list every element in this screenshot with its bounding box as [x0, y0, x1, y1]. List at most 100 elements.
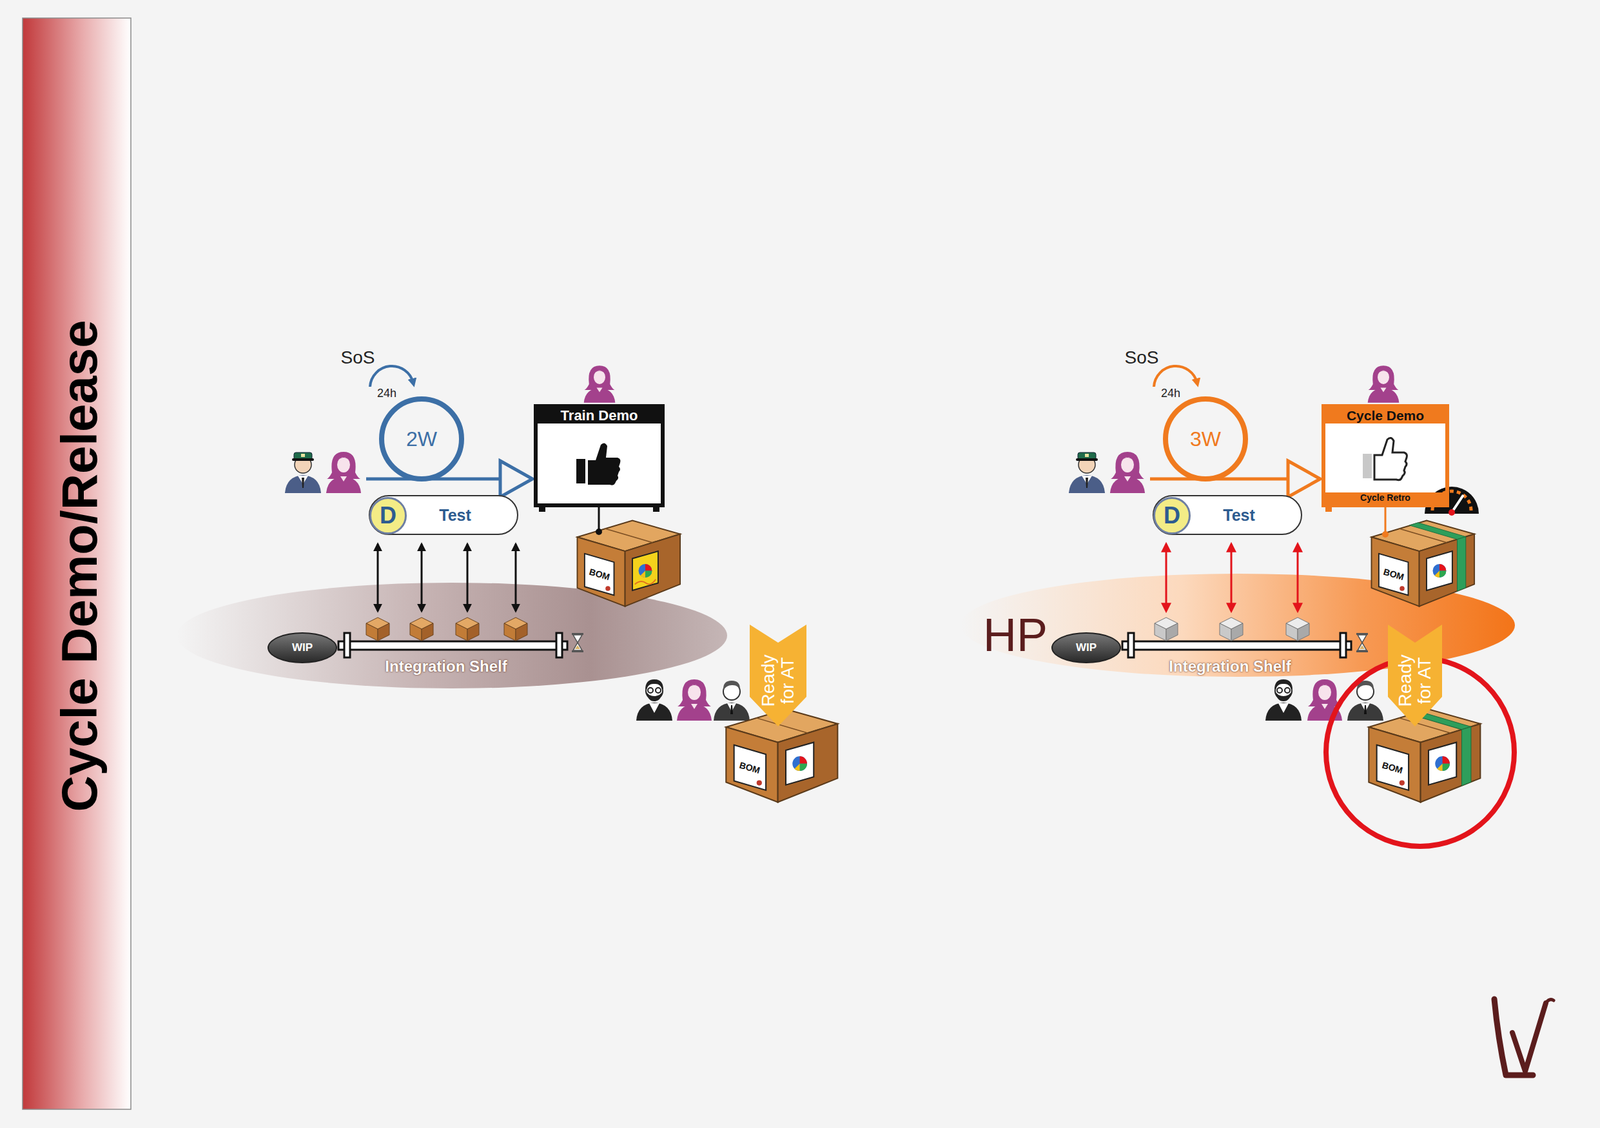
illustration-part [1368, 709, 1481, 802]
illustration-part [1166, 544, 1298, 612]
illustration-part [344, 633, 351, 658]
illustration-part [1433, 564, 1447, 578]
illustration-part [326, 451, 361, 494]
node-label: Integration Shelf [1168, 657, 1291, 676]
ready-arrow: Ready for AT [1387, 624, 1443, 727]
callout-label: BOM [1380, 760, 1404, 775]
illustration-part [1362, 453, 1372, 479]
illustration-part [792, 756, 808, 771]
illustration-part [1428, 742, 1457, 786]
node-label: Test [1222, 506, 1256, 525]
illustration-part [634, 579, 656, 585]
illustration-part [571, 633, 584, 653]
callout-label: 24h [1160, 387, 1181, 400]
illustration-part [338, 641, 568, 650]
callout-label: BOM [738, 760, 761, 775]
illustration-part [1153, 366, 1198, 387]
right-section [1068, 365, 1515, 847]
cycle-circle: 2W [379, 396, 465, 482]
illustration-part [595, 528, 603, 536]
callout-label: 24h [377, 387, 397, 400]
definition-badge: D [1153, 497, 1191, 535]
node-label: 3W [1190, 427, 1221, 452]
demo-screen: Cycle DemoCycle Retro [1321, 404, 1450, 508]
illustration-part [1409, 711, 1472, 786]
arrow-body [1387, 624, 1443, 727]
illustration-part [676, 679, 712, 721]
illustration-part [284, 452, 322, 494]
illustration-part [537, 422, 661, 504]
illustration-part [1426, 551, 1453, 591]
illustration-part [653, 507, 660, 512]
illustration-part [504, 617, 528, 641]
illustration-part [1448, 509, 1455, 516]
illustration-part [1165, 544, 1168, 612]
callout-label: HP [983, 611, 1048, 659]
illustration-part [632, 551, 659, 591]
arrow-body [749, 624, 807, 727]
illustration-part [1154, 617, 1178, 641]
illustration-part [366, 617, 390, 641]
illustration-part [1356, 633, 1368, 653]
node-label: WIP [1075, 641, 1097, 655]
illustration-part [725, 709, 838, 802]
node-label: Integration Shelf [384, 657, 507, 676]
demo-screen: Train Demo [533, 404, 665, 508]
illustration-part [1122, 641, 1352, 650]
node-label: D [1163, 502, 1181, 530]
illustration-part [1297, 544, 1299, 612]
illustration-part [1286, 617, 1310, 641]
node-label: Train Demo [560, 408, 639, 424]
illustration-part [1409, 522, 1466, 592]
definition-badge: D [369, 497, 407, 535]
callout-label: BOM [587, 567, 611, 582]
illustration-part [1340, 633, 1347, 658]
illustration-part [377, 544, 516, 612]
illustration-part [1367, 365, 1400, 403]
callout-label: BOM [1382, 567, 1405, 582]
illustration-part [1368, 709, 1481, 802]
wip-ellipse: WIP [1051, 632, 1122, 664]
left-section [284, 365, 838, 802]
illustration-part [409, 617, 434, 641]
node-label: D [379, 502, 397, 530]
illustration-part [538, 507, 546, 512]
illustration-part [556, 633, 563, 658]
node-label: Cycle Retro [1360, 492, 1411, 504]
illustration-part [1384, 507, 1387, 534]
illustration-part [1325, 507, 1332, 512]
illustration-part [636, 679, 673, 721]
illustration-part [370, 366, 414, 387]
illustration-part [1110, 451, 1145, 494]
title-band [22, 18, 131, 1110]
illustration-part [577, 520, 681, 607]
integration-shelf: Integration Shelf [1144, 653, 1316, 680]
callout-label: SoS [1124, 348, 1160, 367]
node-label: Cycle Demo [1346, 408, 1425, 424]
illustration-part [598, 507, 601, 532]
illustration-part [1068, 452, 1105, 494]
node-label: Ready for AT [1395, 646, 1435, 715]
illustration-part [1362, 437, 1408, 480]
illustration-part [725, 709, 838, 802]
node-label: Ready for AT [758, 646, 798, 715]
illustration-part [713, 680, 750, 721]
illustration-part [1230, 544, 1233, 612]
illustration-part [785, 742, 814, 786]
node-label: Test [439, 506, 472, 525]
callout-label: SoS [341, 348, 376, 367]
illustration-part [1371, 520, 1475, 607]
node-label: WIP [292, 641, 313, 655]
wip-ellipse: WIP [267, 632, 338, 664]
illustration-part [515, 544, 518, 612]
screen-header: Cycle Demo [1325, 408, 1446, 424]
illustration-part [577, 520, 681, 607]
illustration-part [1128, 633, 1134, 658]
illustration-part [1374, 437, 1408, 480]
integration-shelf: Integration Shelf [360, 653, 532, 680]
illustration-part [455, 617, 479, 641]
illustration-part [584, 365, 616, 403]
